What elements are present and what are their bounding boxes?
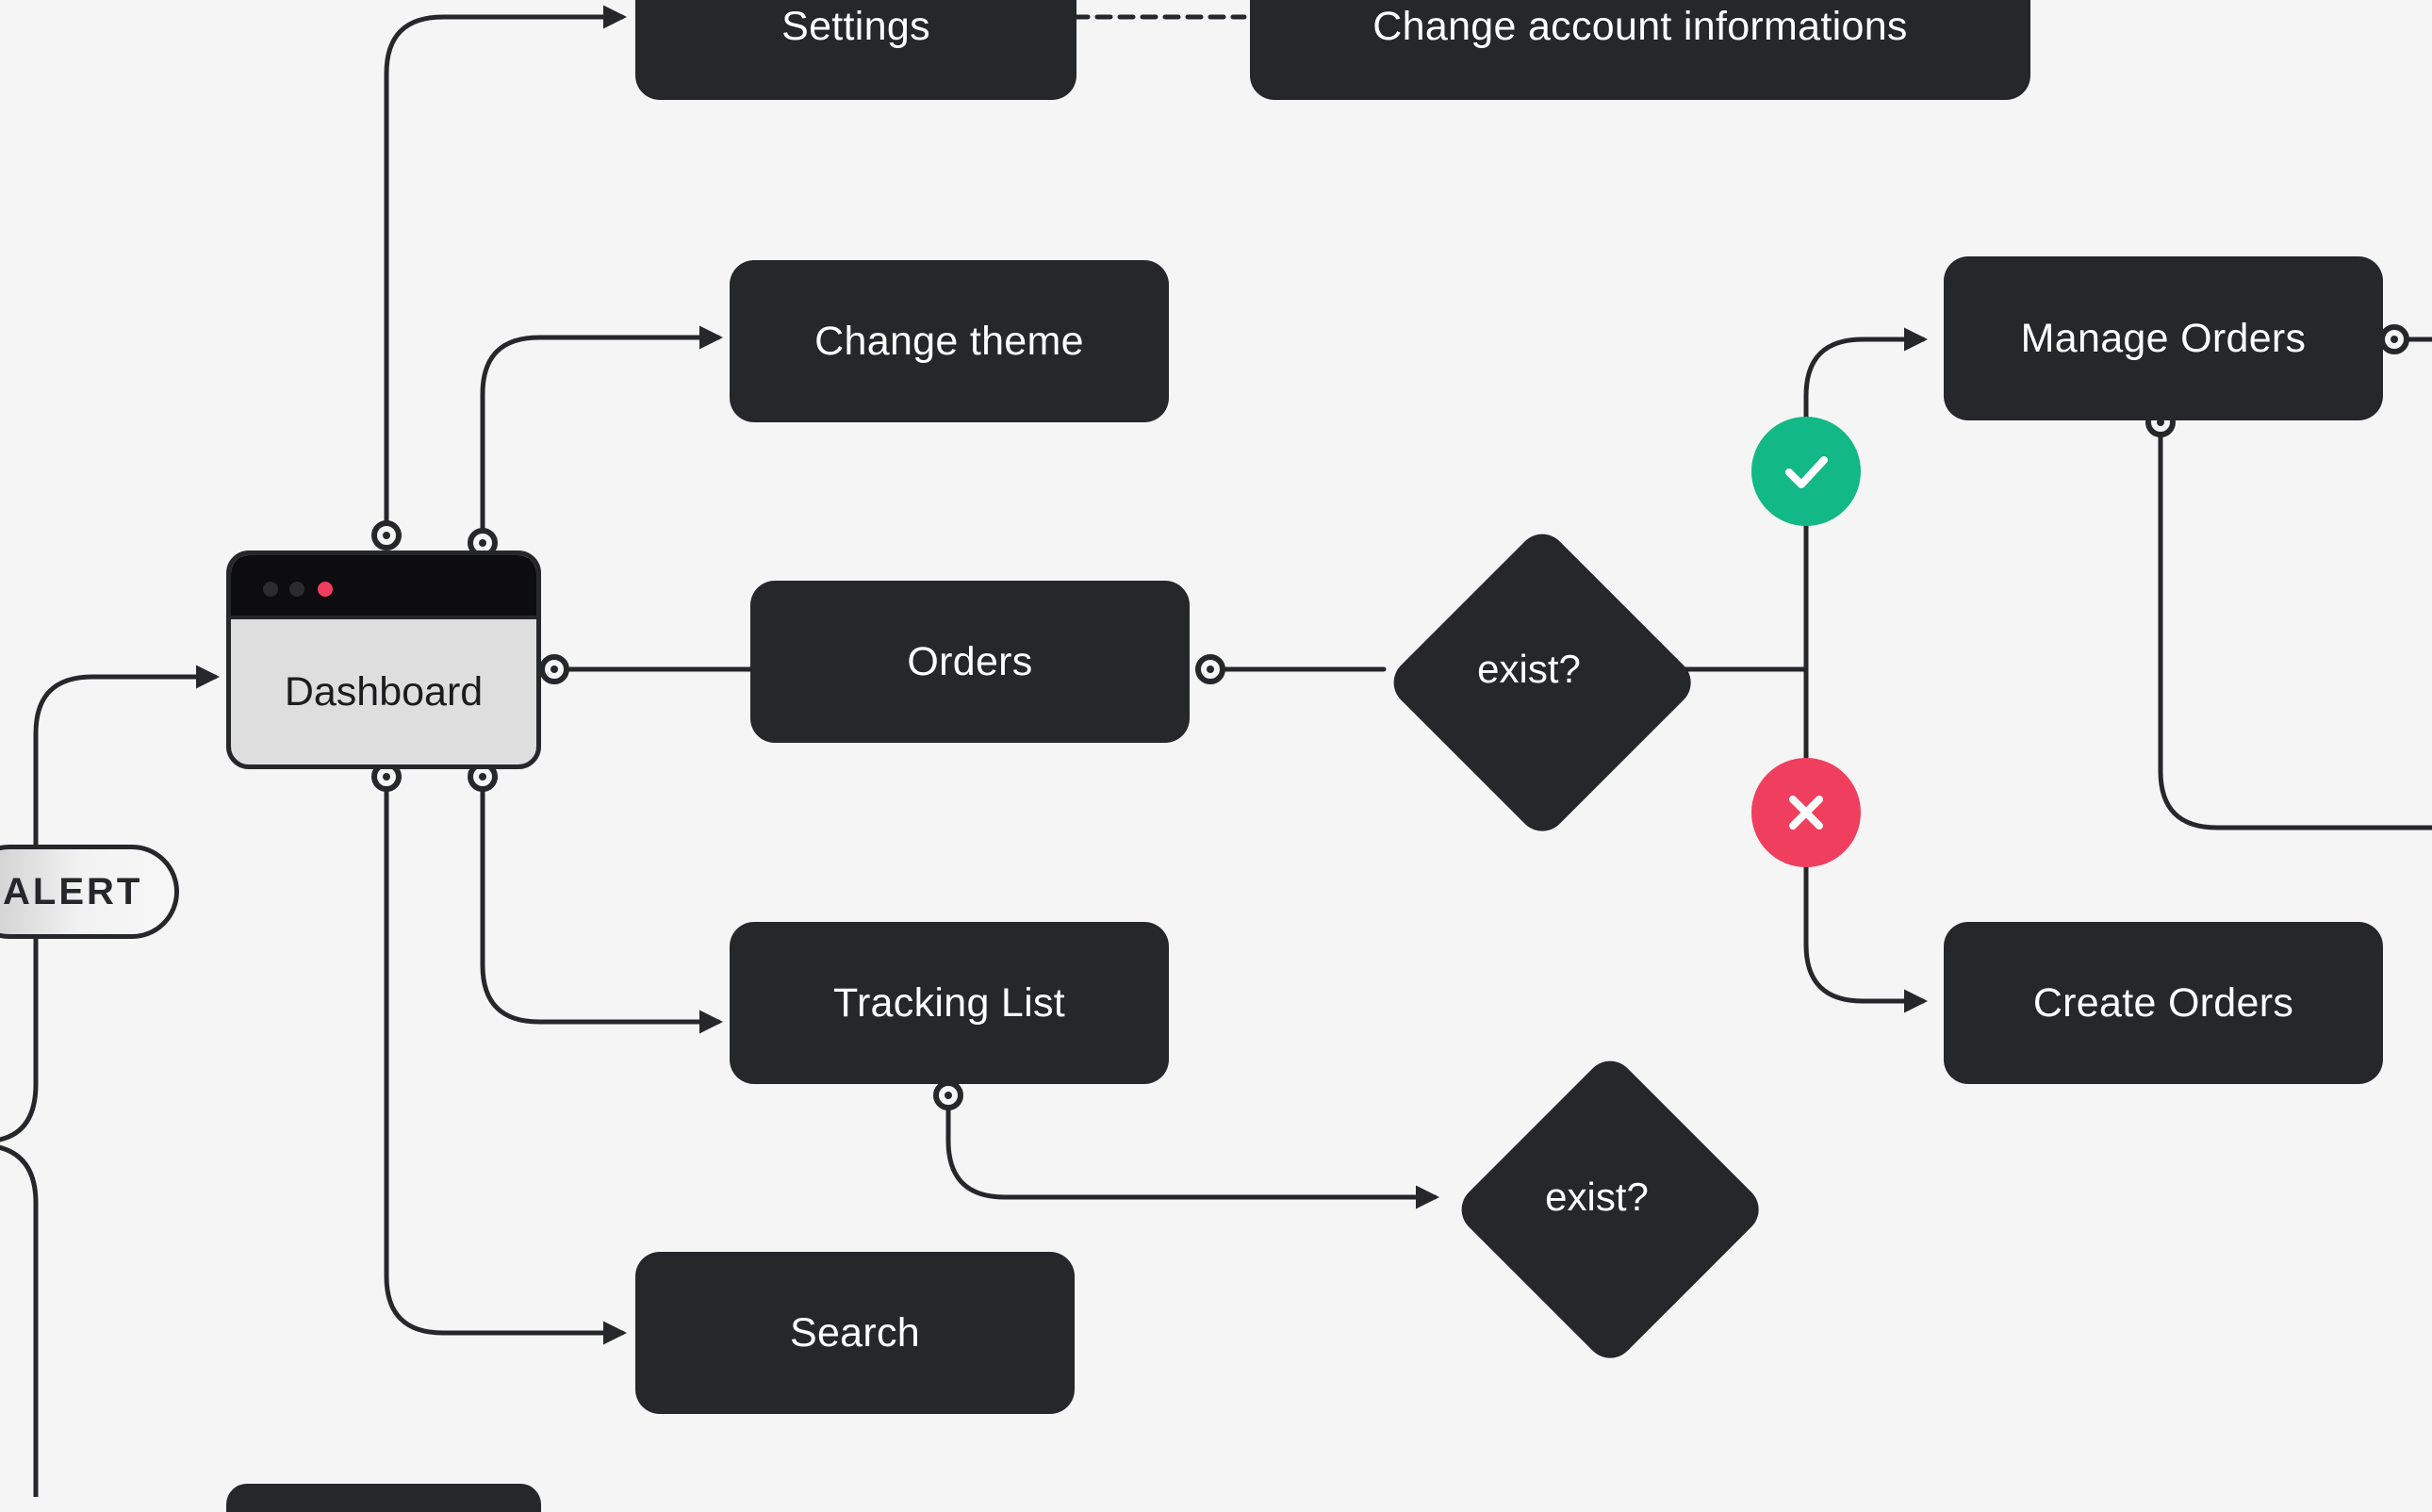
close-icon (1751, 758, 1861, 867)
node-orders-label: Orders (907, 638, 1033, 684)
node-change-theme[interactable]: Change theme (730, 260, 1169, 422)
check-icon-glyph (1785, 456, 1828, 488)
node-dashboard[interactable]: Dashboard (226, 551, 541, 769)
diamond-orders-exist[interactable] (1384, 524, 1701, 842)
node-dashboard-label: Dashboard (284, 668, 484, 715)
node-change-account[interactable]: Change account informations (1250, 0, 2030, 100)
window-dot-2 (289, 582, 304, 597)
edge-left-lower (0, 1144, 39, 1497)
edge-dashboard-settings (384, 5, 627, 538)
edge-branch-create (1803, 666, 1928, 1013)
node-alert[interactable]: ALERT (0, 845, 179, 939)
window-dot-1 (263, 582, 278, 597)
edge-dashboard-theme (480, 325, 723, 546)
node-search[interactable]: Search (635, 1252, 1075, 1414)
node-settings-label: Settings (781, 3, 930, 49)
node-manage-orders[interactable]: Manage Orders (1944, 256, 2383, 420)
connector-port-centers (383, 336, 2398, 1099)
edge-tracking-decision (945, 1098, 1439, 1209)
check-icon (1751, 417, 1861, 526)
window-title-bar (231, 555, 536, 619)
node-create-orders-label: Create Orders (2032, 979, 2294, 1026)
edge-dashboard-tracking (480, 785, 723, 1034)
diamond-tracking-exist[interactable] (1452, 1051, 1769, 1369)
node-alert-label: ALERT (3, 870, 143, 912)
node-manage-orders-label: Manage Orders (2020, 315, 2307, 361)
node-tracking-list-label: Tracking List (832, 979, 1066, 1026)
edge-dashboard-search (384, 785, 627, 1345)
edge-manage-down (2158, 425, 2432, 830)
node-settings[interactable]: Settings (635, 0, 1076, 100)
edge-alert-dashboard (33, 665, 220, 847)
node-create-orders[interactable]: Create Orders (1944, 922, 2383, 1084)
node-search-label: Search (789, 1309, 921, 1356)
node-tracking-list[interactable]: Tracking List (730, 922, 1169, 1084)
node-orders[interactable]: Orders (750, 581, 1190, 743)
edge-branch-manage (1803, 327, 1928, 672)
close-icon-glyph (1789, 796, 1823, 830)
node-change-account-label: Change account informations (1372, 3, 1908, 49)
node-change-theme-label: Change theme (814, 318, 1084, 364)
node-partial-bottom[interactable] (226, 1484, 541, 1512)
window-dot-active (318, 582, 333, 597)
edge-alert-down (0, 936, 39, 1142)
